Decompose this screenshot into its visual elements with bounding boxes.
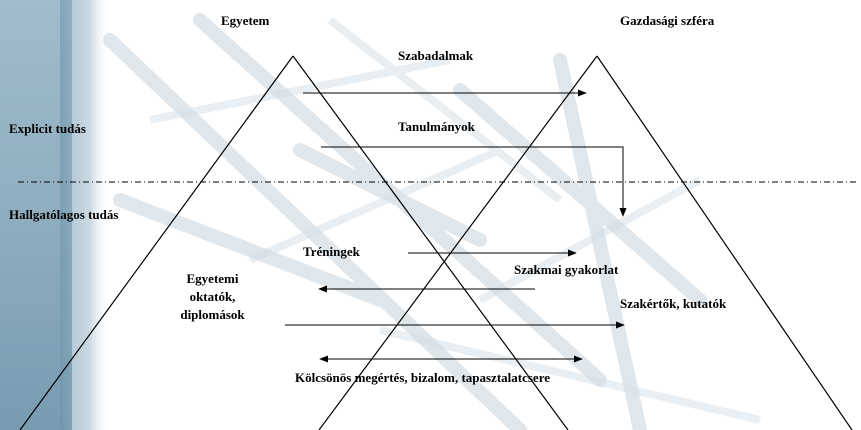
business-header: Gazdasági szféra bbox=[620, 13, 715, 28]
university-triangle-right-side bbox=[292, 55, 569, 430]
tacit-knowledge-label: Hallgatólagos tudás bbox=[9, 207, 119, 222]
university-people-label: Egyetemi oktatók, diplomások bbox=[180, 271, 245, 322]
trainings-label: Tréningek bbox=[303, 244, 360, 259]
business-triangle-right-side bbox=[596, 55, 853, 430]
university-header: Egyetem bbox=[221, 13, 270, 28]
business-people-label: Szakértők, kutatók bbox=[620, 296, 727, 311]
internship-label: Szakmai gyakorlat bbox=[514, 262, 619, 277]
patents-label: Szabadalmak bbox=[398, 48, 474, 63]
business-triangle-left-side bbox=[318, 55, 598, 430]
studies-arrow bbox=[321, 146, 627, 217]
studies-label: Tanulmányok bbox=[398, 119, 475, 134]
mutual-understanding-label: Kölcsönös megértés, bizalom, tapasztalat… bbox=[295, 370, 551, 385]
explicit-knowledge-label: Explicit tudás bbox=[9, 121, 86, 136]
university-triangle-left-side bbox=[19, 55, 294, 430]
